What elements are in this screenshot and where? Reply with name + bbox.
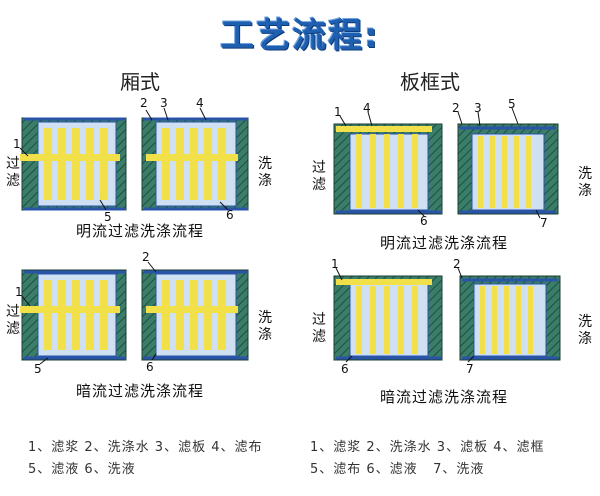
callout-c-open-5: 5 [104,210,112,224]
chamber-dark-left-unit [20,269,127,361]
callout-c-open-2: 2 [140,96,148,110]
callout-p-dark-2: 2 [453,257,461,271]
callout-c-open-4: 4 [196,96,204,110]
legend-chamber-line-2: 5、滤液 6、洗液 [28,462,136,477]
chamber-open-filter-label: 过滤 [6,156,20,189]
plate-open-left-unit [333,123,443,215]
callout-p-dark-6: 6 [341,362,349,376]
legend-plate-line-2: 5、滤布 6、滤液 7、洗液 [310,462,485,477]
callout-p-dark-1: 1 [331,257,339,271]
callout-c-dark-6: 6 [146,360,154,374]
chamber-header: 厢式 [120,70,160,94]
caption-plate-dark: 暗流过滤洗涤流程 [380,388,509,406]
callout-p-open-3: 3 [474,101,482,115]
callout-c-dark-2: 2 [142,250,150,264]
callout-p-dark-7: 7 [466,362,474,376]
callout-c-open-3: 3 [160,96,168,110]
plate-frame-header: 板框式 [400,70,460,94]
chamber-dark-wash-label: 洗涤 [258,310,272,343]
callout-c-open-1: 1 [13,137,21,151]
caption-plate-open: 明流过滤洗涤流程 [380,234,509,252]
caption-chamber-dark: 暗流过滤洗涤流程 [76,382,205,400]
caption-chamber-open: 明流过滤洗涤流程 [76,222,205,240]
plate-open-filter-label: 过滤 [312,160,326,193]
callout-p-open-7: 7 [540,216,548,230]
plate-dark-filter-label: 过滤 [312,312,326,345]
plate-dark-right-unit [459,275,561,361]
callout-leaders [19,107,541,365]
callout-p-open-6: 6 [420,214,428,228]
callout-c-dark-1: 1 [15,285,23,299]
plate-dark-left-unit [333,275,443,361]
plate-open-right-unit [457,123,559,215]
chamber-open-wash-label: 洗涤 [258,156,272,189]
callout-c-dark-5: 5 [34,362,42,376]
chamber-open-right-unit [141,117,249,211]
page-title: 工艺流程: [220,16,380,56]
plate-open-wash-label: 洗涤 [578,166,592,199]
chamber-dark-filter-label: 过滤 [6,304,20,337]
chamber-dark-right-unit [141,269,249,361]
callout-p-open-5: 5 [508,97,516,111]
chamber-open-left-unit [20,117,127,211]
callout-p-open-4: 4 [363,101,371,115]
legend-chamber-line-1: 1、滤浆 2、洗涤水 3、滤板 4、滤布 [28,440,263,455]
callout-c-open-6: 6 [226,208,234,222]
legend-plate-line-1: 1、滤浆 2、洗涤水 3、滤板 4、滤框 [310,440,545,455]
callout-p-open-1: 1 [334,105,342,119]
plate-dark-wash-label: 洗涤 [578,314,592,347]
callout-p-open-2: 2 [452,101,460,115]
